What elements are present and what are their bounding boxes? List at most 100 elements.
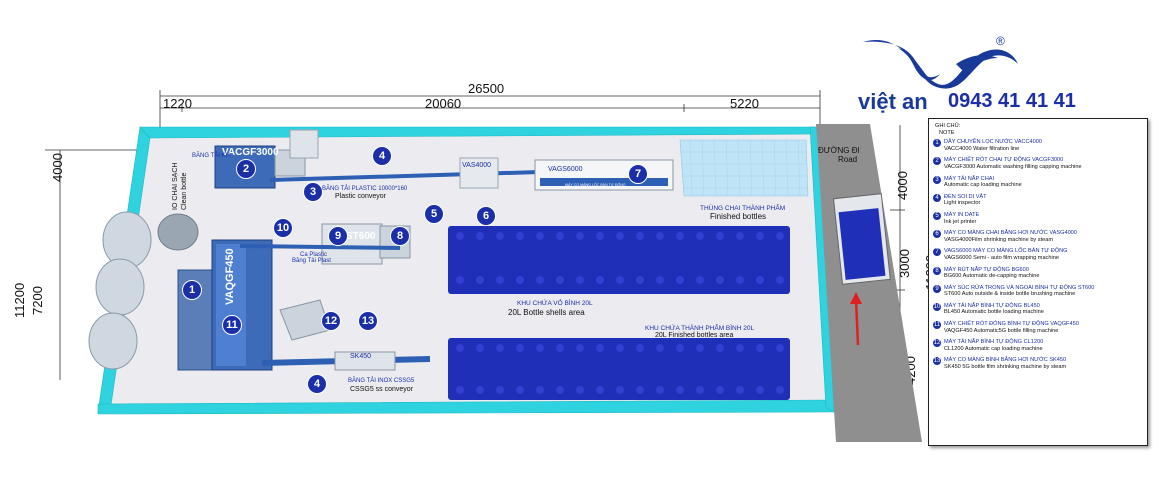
- legend-item-en: Ink jet printer: [944, 218, 977, 225]
- legend-item-en: VASG4000Film shrinking machine by steam: [944, 236, 1054, 243]
- label-vacgf: VACGF3000: [222, 147, 279, 158]
- conveyor-inox-vi: BĂNG TẢI INOX CSSG5: [348, 378, 415, 384]
- legend-item-en: CL1200 Automatic cap loading machine: [944, 345, 1043, 352]
- finished-bottles-area: [448, 338, 790, 400]
- badge-7: 7: [628, 164, 648, 184]
- legend-item-vi: MÁY TẢI NẮP BÌNH TỰ ĐỘNG BL450: [944, 302, 1040, 309]
- badge-2: 2: [236, 159, 256, 179]
- legend-item-vi: ĐÈN SOI DỊ VẬT: [944, 193, 987, 200]
- legend-item-number: 1: [933, 139, 941, 148]
- registered-mark: ®: [996, 34, 1005, 48]
- legend-panel: GHI CHÚ: NOTE 1 DÂY CHUYỀN LỌC NƯỚC VACC…: [928, 118, 1148, 446]
- area-bottles-en: Finished bottles: [710, 212, 767, 221]
- dim-total-width: 26500: [468, 81, 505, 96]
- legend-item-number: 9: [933, 284, 941, 293]
- legend-item-vi: MÁY TẢI NẮP CHAI: [944, 175, 995, 182]
- badge-1: 1: [182, 280, 202, 300]
- label-vags-sub: MÁY CO MÀNG LÓC BÁN TỰ ĐỘNG: [565, 183, 626, 187]
- legend-item-vi: MÁY TẢI NẮP BÌNH TỰ ĐỘNG CL1200: [944, 339, 1044, 346]
- dim-20060: 20060: [425, 96, 462, 111]
- brand-phone: 0943 41 41 41: [948, 90, 1076, 112]
- label-st: ST600: [346, 231, 376, 242]
- legend-item-en: BG600 Automatic de-capping machine: [944, 273, 1040, 280]
- legend-item: 5 MÁY IN DATE Ink jet printer: [933, 211, 1143, 225]
- legend-item-number: 2: [933, 157, 941, 166]
- badge-5: 5: [424, 204, 444, 224]
- legend-item-number: 5: [933, 211, 941, 220]
- dim-1220: 1220: [163, 96, 192, 111]
- badge-12: 12: [321, 311, 341, 331]
- dim-5220: 5220: [730, 96, 759, 111]
- legend-item-number: 10: [933, 302, 941, 311]
- legend-item-en: ST600 Auto outside & inside bottle brush…: [944, 291, 1076, 298]
- legend-item-en: BL450 Automatic bottle loading machine: [944, 309, 1044, 316]
- conveyor-small-plastic: Ca Plastic: [300, 252, 328, 258]
- legend-item-en: SK450 5G bottle film shrinking machine b…: [944, 364, 1067, 371]
- legend-item-number: 12: [933, 339, 941, 348]
- road-label-en: Road: [838, 155, 858, 164]
- legend-item: 3 MÁY TẢI NẮP CHAI Automatic cap loading…: [933, 175, 1143, 189]
- legend-item-en: VAQGF450 Automatic5G bottle filling mach…: [944, 327, 1059, 334]
- storage-tanks: [88, 211, 152, 370]
- legend-item-vi: MÁY CHIẾT RÓT ĐÓNG BÌNH TỰ ĐỘNG VAQGF450: [944, 321, 1079, 328]
- conveyor-left-1: BĂNG TẢI KH: [192, 153, 230, 159]
- conveyor-left-2: IO CHAI SẠCH: [172, 162, 179, 210]
- legend-item-vi: MÁY IN DATE: [944, 211, 980, 218]
- legend-item: 6 MÁY CO MÀNG CHAI BẰNG HƠI NƯỚC VASG400…: [933, 230, 1143, 243]
- legend-item: 12 MÁY TẢI NẮP BÌNH TỰ ĐỘNG CL1200 CL120…: [933, 339, 1143, 352]
- legend-item: 1 DÂY CHUYỀN LỌC NƯỚC VACC4000 VACC4000 …: [933, 139, 1143, 152]
- badge-9: 9: [328, 226, 348, 246]
- legend-title: GHI CHÚ:: [935, 123, 961, 129]
- legend-item-number: 7: [933, 248, 941, 257]
- legend-item-vi: MÁY CO MÀNG CHAI BẰNG HƠI NƯỚC VASG4000: [944, 230, 1077, 237]
- badge-11: 11: [222, 315, 242, 335]
- legend-item-en: VACGF3000 Automatic washing filling capp…: [944, 163, 1082, 170]
- brand-logo: ® việt an 0943 41 41 41: [858, 34, 1076, 114]
- conveyor-small-plastic2: Băng Tải Plast: [292, 258, 331, 264]
- legend-item-number: 4: [933, 193, 941, 202]
- label-sk: SK450: [350, 353, 372, 360]
- legend-item-en: VACC4000 Water filtration line: [944, 145, 1020, 152]
- legend-item-vi: DÂY CHUYỀN LỌC NƯỚC VACC4000: [944, 139, 1042, 146]
- area-finished-vi: KHU CHỨA THÀNH PHẨM BÌNH 20L: [645, 325, 755, 332]
- badge-4-top: 4: [372, 146, 392, 166]
- area-bottles-vi: THÙNG CHAI THÀNH PHẨM: [700, 205, 786, 212]
- legend-item: 2 MÁY CHIẾT RÓT CHAI TỰ ĐỘNG VACGF3000 V…: [933, 157, 1143, 170]
- legend-item-number: 8: [933, 266, 941, 275]
- area-shells-vi: KHU CHỨA VỎ BÌNH 20L: [517, 300, 593, 307]
- legend-item-en: VAGS6000 Semi - auto film wrapping machi…: [944, 254, 1059, 261]
- direction-arrow-icon: [850, 292, 862, 346]
- legend-item-number: 6: [933, 230, 941, 239]
- label-vaqgf: VAQGF450: [224, 248, 236, 305]
- badge-10: 10: [273, 218, 293, 238]
- conveyor-plastic-en: Plastic conveyor: [335, 193, 386, 200]
- legend-item-number: 13: [933, 357, 941, 366]
- label-vas: VAS4000: [462, 162, 492, 169]
- legend-item: 7 VAGS6000 MÁY CO MÀNG LỐC BÁN TỰ ĐỘNG V…: [933, 248, 1143, 261]
- conveyor-plastic-vi: BĂNG TẢI PLASTIC 10000*160: [322, 186, 408, 192]
- badge-4-bottom: 4: [307, 374, 327, 394]
- legend-item: 4 ĐÈN SOI DỊ VẬT Light inspector: [933, 193, 1143, 207]
- legend-item-vi: MÁY CHIẾT RÓT CHAI TỰ ĐỘNG VACGF3000: [944, 157, 1064, 164]
- legend-item: 9 MÁY SÚC RỬA TRONG VÀ NGOÀI BÌNH TỰ ĐỘN…: [933, 284, 1143, 298]
- brand-name: việt an: [858, 89, 928, 114]
- road-label-vi: ĐƯỜNG ĐI: [818, 146, 860, 155]
- badge-3: 3: [303, 182, 323, 202]
- legend-item-vi: VAGS6000 MÁY CO MÀNG LỐC BÁN TỰ ĐỘNG: [944, 248, 1068, 255]
- bottle-shells-area: [448, 226, 790, 294]
- legend-item: 10 MÁY TẢI NẮP BÌNH TỰ ĐỘNG BL450 BL450 …: [933, 302, 1143, 316]
- legend-item-en: Light inspector: [944, 200, 981, 207]
- area-finished-en: 20L Finished bottles area: [655, 332, 734, 339]
- legend-item-number: 3: [933, 175, 941, 184]
- conveyor-inox-en: CSSG5 ss conveyor: [350, 386, 414, 393]
- badge-6: 6: [476, 206, 496, 226]
- wave-logo-icon: [863, 40, 1018, 89]
- area-shells-en: 20L Bottle shells area: [508, 308, 585, 317]
- badge-8: 8: [390, 226, 410, 246]
- legend-subtitle: NOTE: [939, 129, 955, 136]
- legend-item-en: Automatic cap loading machine: [944, 182, 1022, 189]
- legend-item-vi: MÁY CO MÀNG BÌNH BẰNG HƠI NƯỚC SK450: [944, 357, 1067, 364]
- conveyor-left-3: Clean bottle: [181, 172, 188, 210]
- legend-item-vi: MÁY RÚT NẮP TỰ ĐỘNG BG600: [944, 266, 1029, 273]
